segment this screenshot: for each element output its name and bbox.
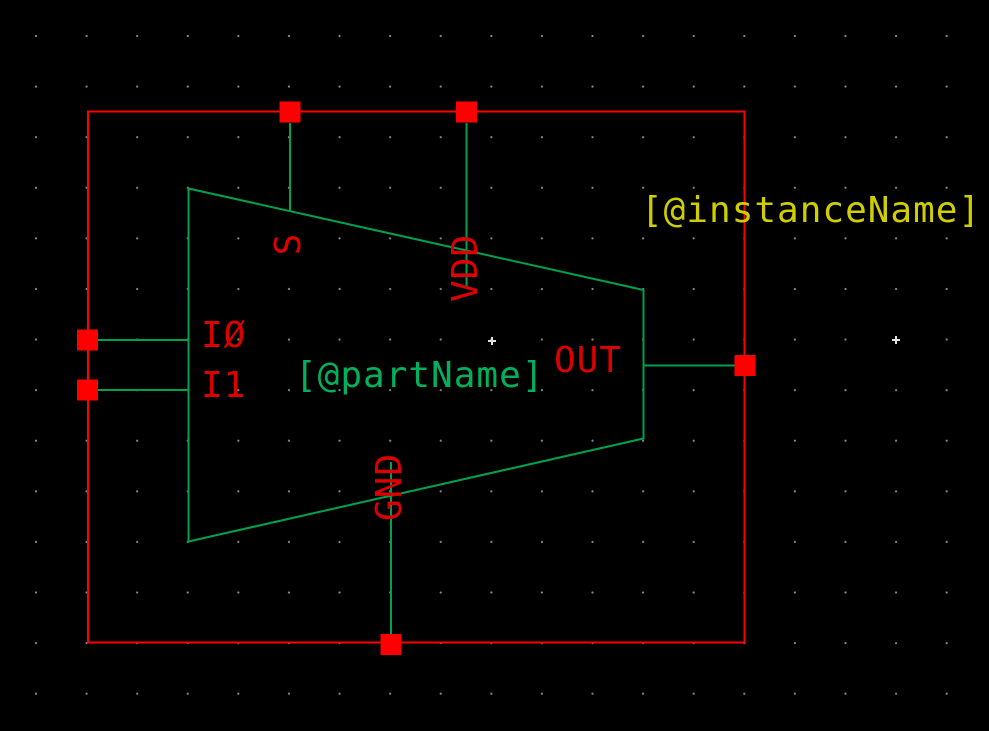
- pin-marker-s[interactable]: [279, 101, 301, 123]
- pin-label-i0[interactable]: IØ: [201, 315, 247, 356]
- part-name-label[interactable]: [@partName]: [295, 355, 545, 396]
- mux-body-outline[interactable]: [187, 187, 645, 543]
- pin-label-gnd[interactable]: GND: [369, 452, 410, 522]
- pin-marker-i1[interactable]: [77, 379, 98, 401]
- symbol-bounding-box[interactable]: [87, 110, 746, 644]
- grid-major-marker-icon: [892, 336, 900, 344]
- pin-marker-vdd[interactable]: [456, 101, 477, 123]
- pin-marker-out[interactable]: [734, 355, 756, 376]
- pin-marker-i0[interactable]: [77, 329, 98, 351]
- pin-label-s[interactable]: S: [268, 232, 309, 256]
- pin-marker-gnd[interactable]: [380, 634, 402, 655]
- pin-label-i1[interactable]: I1: [201, 365, 247, 406]
- instance-name-label[interactable]: [@instanceName]: [641, 190, 982, 231]
- pin-label-vdd[interactable]: VDD: [445, 233, 486, 303]
- pin-label-out[interactable]: OUT: [554, 340, 623, 381]
- origin-marker-icon: [488, 337, 496, 345]
